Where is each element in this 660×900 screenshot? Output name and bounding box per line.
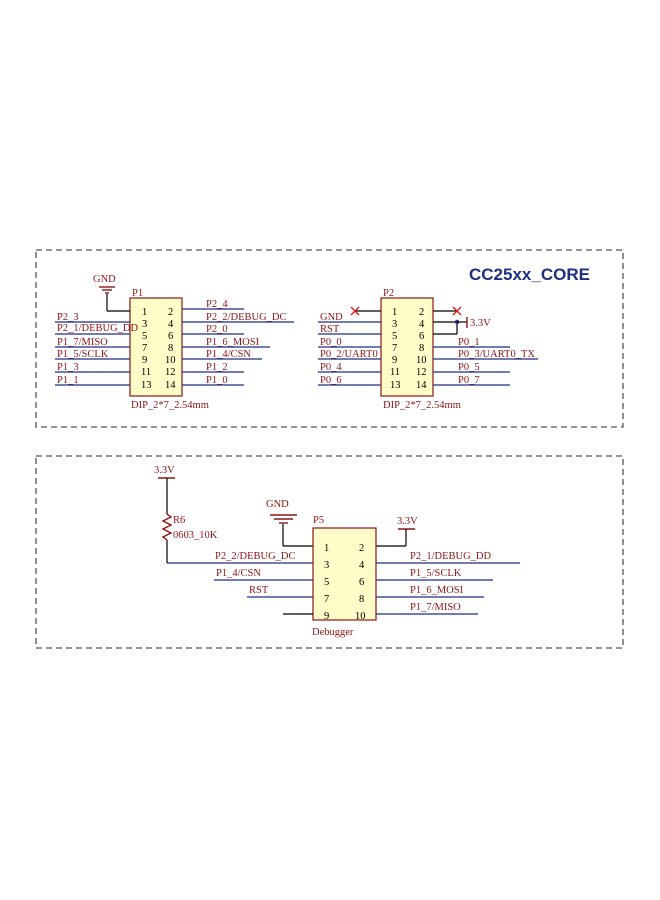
p2-net-right: P0_5 (458, 362, 480, 373)
debugger-name: Debugger (312, 627, 354, 638)
p1-net-right: P1_2 (206, 362, 228, 373)
p2-pin: 8 (419, 343, 424, 354)
p2-pin: 12 (416, 367, 427, 378)
p2-header: P2 DIP_2*7_2.54mm 1 3 5 7 9 11 13 2 4 6 … (318, 288, 538, 411)
debugger-net-right: P1_6_MOSI (410, 585, 464, 596)
p1-pin: 11 (141, 367, 151, 378)
p1-gnd-label: GND (93, 274, 116, 285)
debugger-pin: 10 (355, 611, 366, 622)
p1-pin: 6 (168, 331, 173, 342)
p2-pin: 3 (392, 319, 397, 330)
debugger-net-right: P1_7/MISO (410, 602, 461, 613)
debugger-net-right: P2_1/DEBUG_DD (410, 551, 492, 562)
debugger-pin: 9 (324, 611, 329, 622)
resistor-icon (161, 513, 173, 541)
debugger-pin: 7 (324, 594, 329, 605)
p1-pin: 1 (142, 307, 147, 318)
p2-ref: P2 (383, 288, 394, 299)
p2-pin: 10 (416, 355, 427, 366)
debugger-ref: P5 (313, 515, 324, 526)
p1-net-left: P1_3 (57, 362, 79, 373)
resistor-ref: R6 (173, 515, 185, 526)
p1-pin: 14 (165, 380, 176, 391)
p2-pin: 6 (419, 331, 424, 342)
p1-net-right: P2_2/DEBUG_DC (206, 312, 287, 323)
p2-net-right: P0_1 (458, 337, 480, 348)
debugger-pin: 2 (359, 543, 364, 554)
debugger-pin: 3 (324, 560, 329, 571)
debugger-header: 3.3V R6 0603_10K GND 3.3V P5 Debugger 1 … (154, 465, 520, 638)
p2-pin: 5 (392, 331, 397, 342)
core-title: CC25xx_CORE (469, 265, 590, 284)
p1-net-left: P1_5/SCLK (57, 349, 109, 360)
p1-net-left: P2_3 (57, 312, 79, 323)
debugger-pin: 1 (324, 543, 329, 554)
debugger-net-right: P1_5/SCLK (410, 568, 462, 579)
debugger-gnd-label: GND (266, 499, 289, 510)
p2-pin: 7 (392, 343, 397, 354)
debugger-net-left: P2_2/DEBUG_DC (215, 551, 296, 562)
p1-pin: 7 (142, 343, 147, 354)
p2-net-left: P0_6 (320, 375, 342, 386)
debugger-body (312, 527, 377, 621)
p1-net-left: P2_1/DEBUG_DD (57, 323, 139, 334)
p1-pin: 13 (141, 380, 152, 391)
p2-pin: 2 (419, 307, 424, 318)
p1-net-left: P1_1 (57, 375, 79, 386)
p2-pin: 9 (392, 355, 397, 366)
p1-body (129, 297, 183, 397)
p2-net-right: P0_3/UART0_TX (458, 349, 535, 360)
p1-pin: 12 (165, 367, 176, 378)
debugger-net-left: P1_4/CSN (216, 568, 261, 579)
debugger-pin: 5 (324, 577, 329, 588)
p2-net-left: P0_2/UART0 (320, 349, 378, 360)
p1-footprint: DIP_2*7_2.54mm (131, 400, 209, 411)
no-connect-icon (350, 306, 381, 316)
p1-pin: 8 (168, 343, 173, 354)
p2-pin: 1 (392, 307, 397, 318)
debugger-pin: 6 (359, 577, 364, 588)
p1-pin: 10 (165, 355, 176, 366)
p1-net-right: P2_0 (206, 324, 228, 335)
p2-net-left: P0_0 (320, 337, 342, 348)
p1-pin: 3 (142, 319, 147, 330)
debugger-pin: 4 (359, 560, 365, 571)
p1-pin: 5 (142, 331, 147, 342)
debugger-pin: 8 (359, 594, 364, 605)
p2-pin: 14 (416, 380, 427, 391)
p2-net-left: P0_4 (320, 362, 342, 373)
p1-pin: 2 (168, 307, 173, 318)
p2-pin: 11 (390, 367, 400, 378)
p2-pin: 13 (390, 380, 401, 391)
p2-net-right: P0_7 (458, 375, 480, 386)
p1-net-right: P1_0 (206, 375, 228, 386)
p2-footprint: DIP_2*7_2.54mm (383, 400, 461, 411)
p1-net-right: P1_4/CSN (206, 349, 251, 360)
p1-net-left: P1_7/MISO (57, 337, 108, 348)
debugger-net-left: RST (249, 585, 269, 596)
p1-net-right: P1_6_MOSI (206, 337, 260, 348)
p1-net-right: P2_4 (206, 299, 228, 310)
p1-pin: 9 (142, 355, 147, 366)
top-vcc-label: 3.3V (154, 465, 175, 476)
p2-net-left: GND (320, 312, 343, 323)
resistor-value: 0603_10K (173, 530, 218, 541)
p2-pin: 4 (419, 319, 425, 330)
no-connect-icon (433, 306, 462, 316)
p1-header: P1 DIP_2*7_2.54mm GND 1 3 5 7 9 11 13 2 … (55, 274, 294, 411)
debugger-frame (35, 455, 624, 649)
p1-pin: 4 (168, 319, 174, 330)
debugger-vcc-label: 3.3V (397, 516, 418, 527)
p2-vcc-label: 3.3V (470, 318, 491, 329)
p1-ref: P1 (132, 288, 143, 299)
core-frame (35, 249, 624, 428)
p2-net-left: RST (320, 324, 340, 335)
